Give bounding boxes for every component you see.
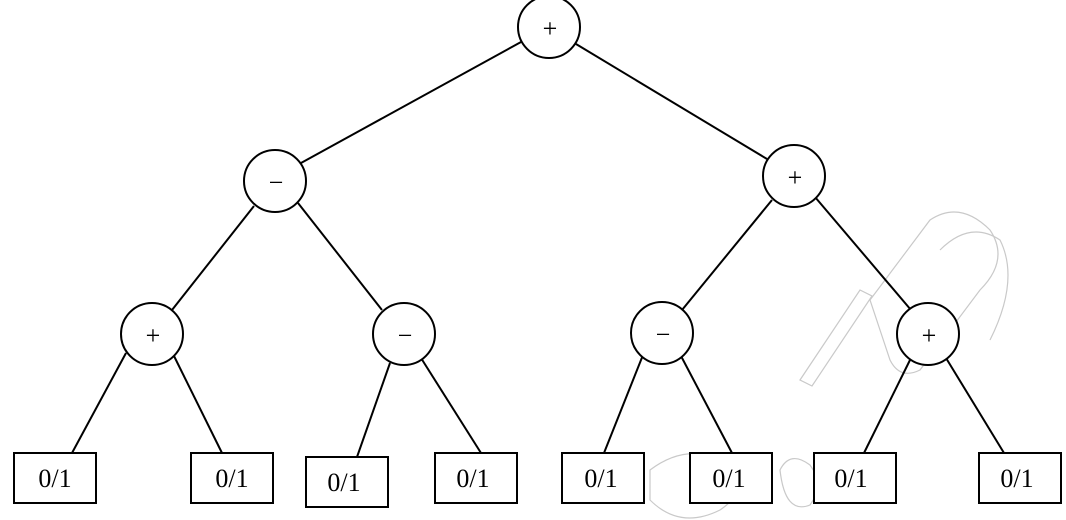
- edge-root-l1b: [575, 43, 768, 160]
- leaf-2-label: 0/1: [215, 464, 248, 493]
- level2-node-1: +: [120, 302, 184, 366]
- edge-l2c-leaf6: [680, 355, 733, 454]
- leaf-1-label: 0/1: [38, 464, 71, 493]
- leaf-6: 0/1: [689, 452, 773, 504]
- level2-node-4: +: [896, 302, 960, 366]
- root-operator: +: [543, 14, 558, 43]
- edge-l2b-leaf3: [356, 362, 391, 458]
- level2-2-operator: −: [398, 321, 413, 350]
- edge-l1b-l2c: [681, 199, 773, 311]
- level1-right-operator: +: [788, 163, 803, 192]
- level2-node-3: −: [630, 301, 694, 365]
- root-node: +: [517, 0, 581, 59]
- level1-left-operator: −: [269, 168, 284, 197]
- edge-l1a-l2b: [297, 202, 383, 311]
- leaf-3-label: 0/1: [327, 468, 360, 497]
- leaf-4: 0/1: [434, 452, 518, 504]
- leaf-8-label: 0/1: [1000, 464, 1033, 493]
- leaf-7: 0/1: [813, 452, 897, 504]
- edge-l1b-l2d: [814, 196, 912, 311]
- leaf-8: 0/1: [978, 452, 1062, 504]
- edge-l2a-leaf2: [173, 355, 223, 454]
- leaf-5: 0/1: [561, 452, 645, 504]
- watermark: [649, 211, 1009, 519]
- leaf-5-label: 0/1: [584, 464, 617, 493]
- leaf-3: 0/1: [305, 456, 389, 508]
- leaf-2: 0/1: [190, 452, 274, 504]
- level1-node-right: +: [762, 144, 826, 208]
- edge-l2d-leaf8: [945, 357, 1005, 454]
- leaf-6-label: 0/1: [712, 464, 745, 493]
- level2-node-2: −: [372, 302, 436, 366]
- leaf-7-label: 0/1: [834, 464, 867, 493]
- level2-1-operator: +: [146, 321, 161, 350]
- level1-node-left: −: [243, 149, 307, 213]
- edge-l2b-leaf4: [420, 357, 482, 454]
- leaf-1: 0/1: [13, 452, 97, 504]
- edge-l1a-l2a: [171, 205, 255, 311]
- level2-4-operator: +: [922, 321, 937, 350]
- tree-edges: [71, 41, 1005, 458]
- edge-l2a-leaf1: [71, 352, 127, 454]
- edge-l2d-leaf7: [863, 357, 912, 454]
- edge-root-l1a: [300, 41, 522, 164]
- leaf-4-label: 0/1: [456, 464, 489, 493]
- edge-l2c-leaf5: [603, 354, 644, 454]
- level2-3-operator: −: [656, 320, 671, 349]
